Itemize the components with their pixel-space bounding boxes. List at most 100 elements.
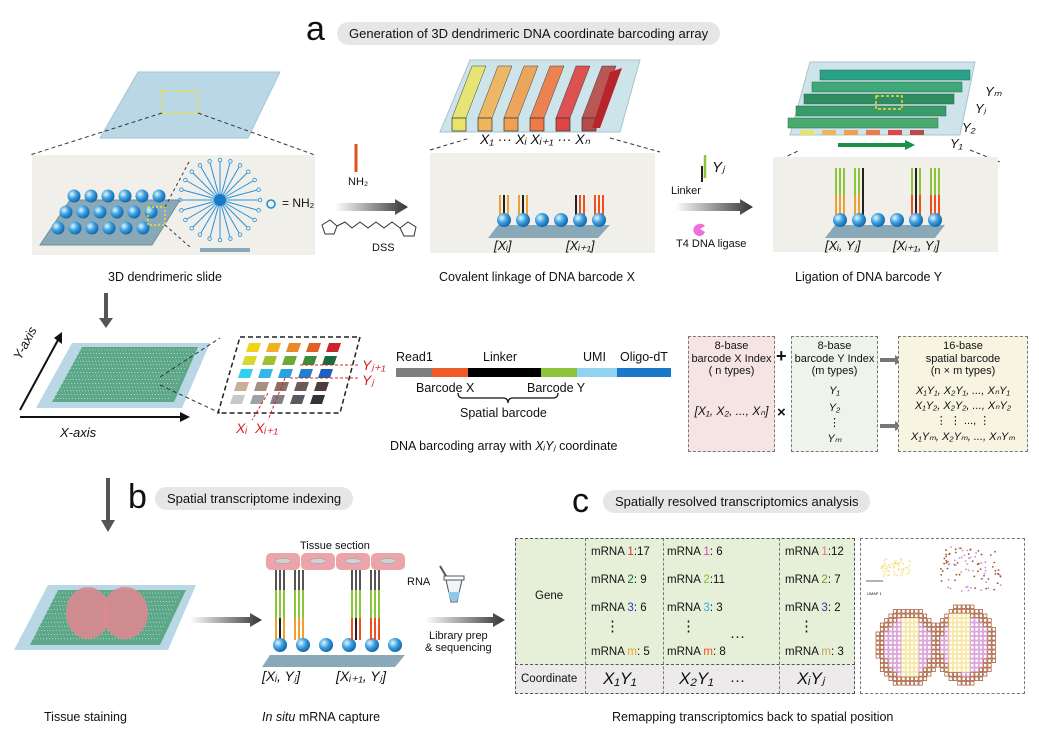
spatial-spot (888, 654, 893, 659)
spatial-spot (957, 645, 962, 650)
construct-label-umi: UMI (583, 350, 606, 364)
umap-point (987, 587, 990, 590)
spatial-spot (884, 622, 889, 627)
spatial-spot (974, 609, 979, 614)
spatial-spot (888, 649, 893, 654)
construct-label-read1: Read1 (396, 350, 433, 364)
bead (852, 213, 866, 227)
umap-point (893, 570, 896, 573)
spatial-spot (922, 667, 928, 672)
umap-point (980, 589, 983, 592)
spatial-spot (914, 681, 919, 686)
spatial-spot (879, 627, 885, 632)
grid-spot (326, 343, 341, 352)
nh2-circle-icon (266, 199, 276, 209)
umap-point (967, 553, 970, 555)
spatial-spot (879, 663, 885, 668)
umap-point (948, 552, 951, 555)
x-axis-label: X-axis (60, 425, 97, 440)
grid-zoom-frame (217, 336, 361, 414)
nh2-terminal (179, 187, 184, 192)
gene-count-part: 2 (703, 574, 710, 586)
gene-count: mRNA 1:17 (591, 546, 650, 558)
umap-point (972, 569, 974, 572)
spatial-spot (897, 672, 902, 677)
dendrimer-core (214, 194, 226, 206)
spatial-spot (901, 681, 906, 686)
spatial-spot (922, 654, 928, 659)
grid-spot (282, 356, 297, 365)
spatial-spot (901, 676, 906, 681)
umap-point (991, 565, 994, 568)
umap-and-spatial-plot (866, 546, 1002, 686)
umap-point (954, 548, 957, 551)
spatial-spot (910, 654, 915, 659)
grid-spot (274, 382, 289, 391)
umap-point (882, 570, 885, 573)
spatial-spot (987, 618, 992, 623)
spatial-spot (953, 613, 958, 618)
umap-point (994, 569, 997, 572)
spatial-spot (879, 649, 885, 654)
channel-label: ··· (557, 131, 576, 147)
spatial-spot (892, 622, 897, 627)
spatial-spot (910, 636, 915, 641)
spatial-spot (978, 676, 983, 681)
spatial-spot (897, 631, 902, 636)
spatial-spot (944, 654, 949, 659)
nh2-terminal (183, 177, 188, 183)
gene-count-part: : 6 (633, 602, 647, 614)
spatial-spot (935, 658, 940, 663)
spatial-spot (965, 627, 971, 632)
spatial-spot (901, 645, 906, 650)
spatial-spot (905, 627, 910, 632)
umap-point (985, 587, 988, 590)
spatial-spot (910, 658, 915, 663)
umap-point (884, 562, 886, 565)
construct-segment-oligo-dt (617, 368, 671, 377)
box-y-title: 8-base barcode Y Index (m types) (794, 340, 875, 378)
grid-spot (242, 356, 257, 365)
spot-label-b-xi1yj: [Xᵢ₊₁, Yⱼ] (336, 668, 386, 684)
spatial-spot (953, 640, 958, 645)
umap-point (977, 549, 980, 552)
bead (319, 638, 333, 652)
spatial-spot (957, 681, 962, 686)
spatial-spot (944, 613, 949, 618)
umap-point (970, 586, 972, 589)
spatial-spot (879, 636, 885, 641)
umap-point (943, 562, 946, 565)
spatial-spot (892, 663, 897, 668)
dendrimer-branch (219, 199, 257, 211)
spatial-spot (888, 676, 893, 681)
nh2-terminal (217, 237, 223, 243)
arrow-down-1 (99, 293, 113, 328)
spatial-spot (884, 649, 889, 654)
dendrimer-branch (219, 172, 248, 201)
umap-point (973, 575, 976, 578)
spatial-spot (970, 640, 975, 645)
nh2-terminal (237, 232, 243, 237)
spatial-spot (965, 667, 971, 672)
construct-label-barcode-x: Barcode X (416, 381, 475, 395)
umap-point (974, 587, 977, 590)
dendrimer-branch (192, 199, 221, 228)
grid-spot (266, 343, 281, 352)
spatial-spot (918, 609, 923, 614)
spatial-spot (965, 658, 971, 663)
caption-rest: mRNA capture (295, 710, 381, 724)
bead (144, 205, 158, 219)
spatial-spot (888, 618, 893, 623)
spatial-spot (897, 667, 902, 672)
spatial-spot (888, 640, 893, 645)
dss-molecule-icon (321, 219, 417, 237)
grid-spot (278, 369, 293, 378)
spatial-spot (987, 667, 992, 672)
spatial-spot (987, 663, 992, 668)
umap-point (985, 581, 987, 584)
spatial-spot (944, 622, 949, 627)
nh2-terminal (189, 169, 194, 174)
spatial-spot (901, 640, 906, 645)
spatial-spot (927, 627, 932, 632)
gene-count-part: mRNA (667, 602, 704, 614)
